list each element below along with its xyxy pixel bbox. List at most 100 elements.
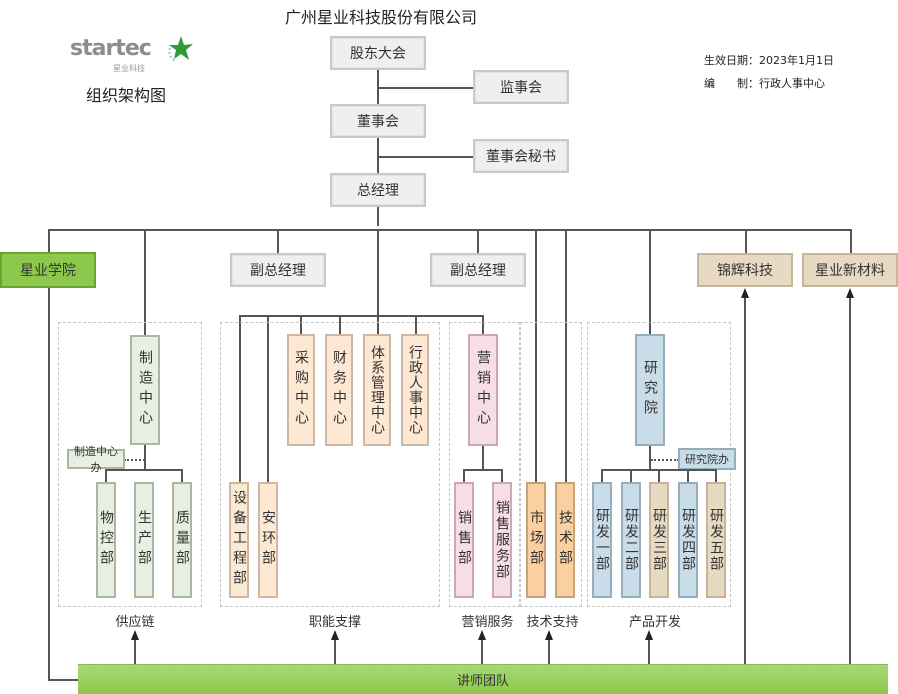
dept-box[interactable]: 质量部: [172, 482, 192, 598]
board-secretary-box[interactable]: 董事会秘书: [473, 139, 569, 173]
connector: [463, 469, 465, 483]
connector: [378, 87, 474, 89]
connector: [482, 446, 484, 470]
marketing-group: [449, 322, 520, 607]
connector: [378, 156, 474, 158]
connector: [463, 469, 503, 471]
arrow-up-icon: [846, 288, 854, 298]
arrow-up-icon: [645, 630, 653, 640]
connector: [630, 469, 632, 483]
effective-date: 生效日期：2023年1月1日: [704, 52, 834, 68]
connector: [105, 469, 107, 483]
connector: [658, 469, 660, 483]
connector: [267, 315, 269, 483]
jinhui-box[interactable]: 锦辉科技: [697, 253, 793, 287]
editor-value: 行政人事中心: [759, 77, 825, 90]
center-box[interactable]: 体系管理中心: [363, 334, 391, 446]
connector: [565, 229, 567, 482]
dept-box[interactable]: 研发五部: [706, 482, 726, 598]
company-title: 广州星业科技股份有限公司: [285, 8, 478, 27]
logo-text: startec: [70, 36, 152, 61]
connector: [482, 315, 484, 335]
support-group: [220, 322, 440, 607]
connector: [687, 469, 689, 483]
connector: [744, 298, 746, 665]
connector: [481, 640, 483, 665]
dept-box[interactable]: 生产部: [134, 482, 154, 598]
gm-box[interactable]: 总经理: [330, 173, 426, 207]
logo: startec 星业科技: [70, 36, 200, 80]
research-institute-box[interactable]: 研究院: [635, 334, 665, 446]
connector: [181, 469, 183, 483]
connector: [850, 229, 852, 254]
connector: [649, 446, 651, 470]
effective-date-value: 2023年1月1日: [759, 54, 834, 67]
arrow-up-icon: [131, 630, 139, 640]
board-box[interactable]: 董事会: [330, 104, 426, 138]
connector: [144, 229, 146, 335]
marketing-center-box[interactable]: 营销中心: [468, 334, 498, 446]
connector: [715, 469, 717, 483]
vp1-box[interactable]: 副总经理: [230, 253, 326, 287]
arrow-up-icon: [478, 630, 486, 640]
supply-group: [58, 322, 202, 607]
dept-box[interactable]: 研发四部: [678, 482, 698, 598]
connector: [535, 229, 537, 482]
dept-box[interactable]: 技术部: [555, 482, 575, 598]
connector: [144, 445, 146, 469]
connector: [239, 315, 241, 483]
group-label-support: 职能支撑: [308, 615, 361, 630]
dept-box[interactable]: 物控部: [96, 482, 116, 598]
center-box[interactable]: 采购中心: [287, 334, 315, 446]
editor-label: 编 制：: [704, 77, 759, 90]
dotted-connector: [651, 459, 679, 461]
academy-box[interactable]: 星业学院: [0, 252, 96, 288]
connector: [745, 229, 747, 254]
manufacturing-center-box[interactable]: 制造中心: [130, 335, 160, 445]
group-label-tech: 技术支持: [526, 615, 579, 630]
connector: [300, 315, 302, 335]
connector: [849, 298, 851, 665]
editor: 编 制：行政人事中心: [704, 75, 825, 91]
research-office-box[interactable]: 研究院办: [678, 448, 736, 470]
dept-box[interactable]: 研发三部: [649, 482, 669, 598]
arrow-up-icon: [545, 630, 553, 640]
connector: [239, 315, 484, 317]
connector: [277, 229, 279, 253]
dept-box[interactable]: 研发二部: [621, 482, 641, 598]
connector: [548, 640, 550, 665]
group-label-supply: 供应链: [115, 615, 155, 630]
dept-box[interactable]: 安环部: [258, 482, 278, 598]
new-materials-box[interactable]: 星业新材料: [802, 253, 898, 287]
connector: [339, 315, 341, 335]
connector: [601, 469, 603, 483]
dept-box[interactable]: 设备工程部: [229, 482, 249, 598]
connector: [415, 315, 417, 335]
connector: [477, 229, 479, 253]
connector: [649, 229, 651, 335]
arrow-up-icon: [741, 288, 749, 298]
vp2-box[interactable]: 副总经理: [430, 253, 526, 287]
arrow-up-icon: [331, 630, 339, 640]
dotted-connector: [124, 459, 145, 461]
effective-date-label: 生效日期：: [704, 54, 759, 67]
connector: [501, 469, 503, 483]
group-label-marketing: 营销服务: [461, 615, 514, 630]
tech-group: [520, 322, 582, 607]
connector: [48, 229, 50, 680]
dept-box[interactable]: 销售部: [454, 482, 474, 598]
center-box[interactable]: 财务中心: [325, 334, 353, 446]
supervisors-box[interactable]: 监事会: [473, 70, 569, 104]
center-box[interactable]: 行政人事中心: [401, 334, 429, 446]
logo-subtext: 星业科技: [113, 64, 145, 73]
chart-title: 组织架构图: [86, 86, 167, 105]
dept-box[interactable]: 市场部: [526, 482, 546, 598]
dept-box[interactable]: 销售服务部: [492, 482, 512, 598]
teacher-team-bar[interactable]: 讲师团队: [78, 664, 888, 694]
shareholders-box[interactable]: 股东大会: [330, 36, 426, 70]
dept-box[interactable]: 研发一部: [592, 482, 612, 598]
connector: [48, 229, 851, 231]
manufacturing-office-box[interactable]: 制造中心办: [67, 445, 125, 474]
connector: [134, 640, 136, 665]
star-icon: [168, 36, 193, 62]
